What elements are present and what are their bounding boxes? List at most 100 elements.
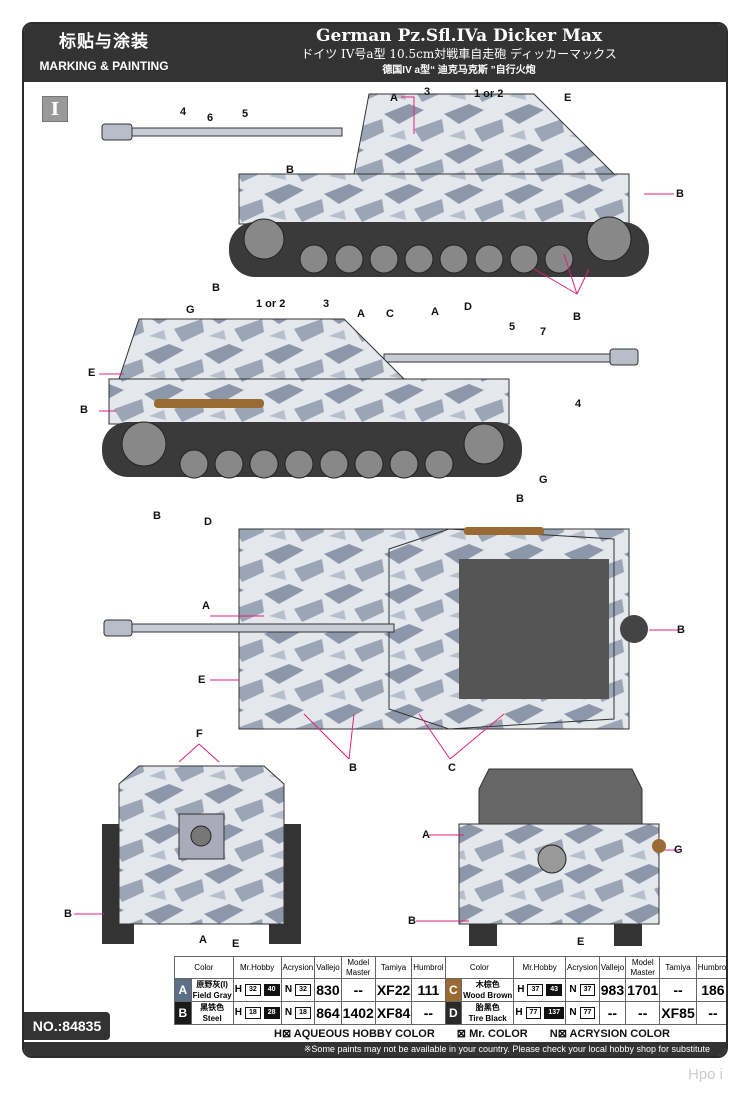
callout-decal-5: 5 xyxy=(509,321,516,333)
model-name: German Pz.Sfl.IVa Dicker Max xyxy=(316,26,602,46)
col-modelmaster: Model Master xyxy=(340,956,376,979)
col-mrhobby: Mr.Hobby xyxy=(513,956,567,979)
callout-color-g: G xyxy=(674,844,683,856)
callout-color-a: A xyxy=(431,306,439,318)
callout-color-g: G xyxy=(186,304,195,316)
callout-color-b: B xyxy=(64,908,72,920)
humbrol-code: 186 xyxy=(701,981,725,998)
name-cn: 胎黑色 xyxy=(475,1003,500,1012)
callout-decal-7: 7 xyxy=(540,326,547,338)
n-code: 32 xyxy=(295,984,311,996)
humbrol-code: 111 xyxy=(417,981,440,998)
callout-color-a: A xyxy=(199,934,207,946)
callout-color-d: D xyxy=(204,516,212,528)
color-name: 胎黑色 Tire Black xyxy=(461,1001,515,1025)
callout-decal-1or2: 1 or 2 xyxy=(256,298,286,310)
col-acrysion: Acrysion xyxy=(280,956,316,979)
kit-number: NO.:84835 xyxy=(24,1012,110,1040)
callout-decal-6: 6 xyxy=(207,112,214,124)
col-color: Color xyxy=(174,956,234,979)
h-code: 18 xyxy=(244,1007,261,1019)
name-en: Tire Black xyxy=(468,1014,507,1023)
col-mrhobby: Mr.Hobby xyxy=(232,956,282,979)
callout-color-a: A xyxy=(390,92,398,104)
subtitle-cn: 德国IV a型“ 迪克马克斯 ”自行火炮 xyxy=(382,65,536,76)
callout-color-b: B xyxy=(516,493,524,505)
section-title: 标贴与涂装 MARKING & PAINTING xyxy=(24,24,184,82)
callout-color-b: B xyxy=(212,282,220,294)
n-code: 37 xyxy=(579,984,596,996)
callout-color-b: B xyxy=(408,915,416,927)
mr-code: 28 xyxy=(263,1007,280,1019)
name-en: Steel xyxy=(202,1014,222,1023)
modelmaster-code: 1701 xyxy=(627,981,659,998)
mr-code: 43 xyxy=(546,984,563,996)
col-modelmaster: Model Master xyxy=(625,956,661,979)
h-code: 37 xyxy=(527,984,544,996)
col-acrysion: Acrysion xyxy=(565,956,600,979)
title-en: MARKING & PAINTING xyxy=(39,59,169,73)
vallejo-code: 830 xyxy=(316,981,340,998)
callout-color-e: E xyxy=(564,92,572,104)
callout-color-e: E xyxy=(232,938,240,950)
callout-decal-1or2: 1 or 2 xyxy=(474,88,504,100)
callout-color-g: G xyxy=(539,474,548,486)
n-code: 18 xyxy=(295,1007,311,1019)
callout-color-f: F xyxy=(196,728,203,740)
callout-color-a: A xyxy=(422,829,430,841)
callout-decal-5: 5 xyxy=(242,108,249,120)
instruction-sheet: 标贴与涂装 MARKING & PAINTING German Pz.Sfl.I… xyxy=(22,22,728,1058)
callout-color-b: B xyxy=(677,624,685,636)
name-cn: 原野灰(I) xyxy=(196,980,228,989)
title-cn: 标贴与涂装 xyxy=(59,32,149,51)
mr-code: 137 xyxy=(544,1007,565,1019)
callout-decal-3: 3 xyxy=(323,298,330,310)
n-code: 77 xyxy=(579,1007,596,1019)
col-vallejo: Vallejo xyxy=(598,956,627,979)
tamiya-code: -- xyxy=(673,981,683,998)
callout-color-b: B xyxy=(349,762,357,774)
color-name: 黑铁色 Steel xyxy=(190,1001,234,1025)
tamiya-code: XF22 xyxy=(376,981,411,998)
callout-color-e: E xyxy=(577,936,585,948)
col-tamiya: Tamiya xyxy=(374,956,413,979)
swatch-c: C xyxy=(444,978,463,1002)
name-en: Field Gray xyxy=(192,991,232,1000)
tamiya-code: XF85 xyxy=(661,1004,695,1021)
col-tamiya: Tamiya xyxy=(659,956,697,979)
callout-decal-4: 4 xyxy=(180,106,187,118)
callout-color-b: B xyxy=(286,164,294,176)
paint-color-table: Color Mr.Hobby Acrysion Vallejo Model Ma… xyxy=(174,956,726,1025)
top-view xyxy=(103,527,648,730)
swatch-a: A xyxy=(174,978,192,1002)
callout-color-a: A xyxy=(357,308,365,320)
footer-note: ※Some paints may not be available in you… xyxy=(24,1042,726,1056)
legend-acrysion: N⊠ ACRYSION COLOR xyxy=(549,1028,670,1040)
mr-code: 40 xyxy=(263,984,280,996)
color-name: 原野灰(I) Field Gray xyxy=(190,978,234,1002)
humbrol-code: -- xyxy=(423,1004,434,1021)
callout-color-b: B xyxy=(153,510,161,522)
callout-decal-3: 3 xyxy=(424,86,431,98)
paint-legend: H⊠ AQUEOUS HOBBY COLOR ⊠ Mr. COLOR N⊠ AC… xyxy=(274,1028,670,1041)
col-vallejo: Vallejo xyxy=(314,956,342,979)
callout-color-d: D xyxy=(464,301,472,313)
side-view-left xyxy=(102,318,639,479)
callout-color-e: E xyxy=(88,367,96,379)
name-cn: 黑铁色 xyxy=(200,1003,225,1012)
modelmaster-code: 1402 xyxy=(342,1004,374,1021)
legend-mr-color: ⊠ Mr. COLOR xyxy=(456,1028,528,1040)
callout-decal-4: 4 xyxy=(575,398,582,410)
scheme-badge: I xyxy=(42,96,68,122)
callout-color-b: B xyxy=(573,311,581,323)
header-bar: 标贴与涂装 MARKING & PAINTING German Pz.Sfl.I… xyxy=(24,24,726,82)
name-cn: 木棕色 xyxy=(475,980,500,989)
